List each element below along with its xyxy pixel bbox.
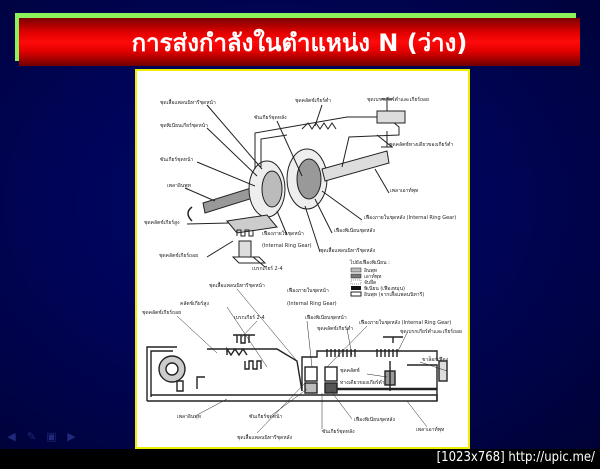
legend-swatch-output: [350, 273, 362, 279]
diagram-drawing: ไปยังเฟืองพิเนียน : อินพุท เอาท์พุท จับย…: [142, 96, 462, 441]
top-cutaway-drawing: [184, 98, 406, 268]
label-low-reverse-brake: ชุดเบรกเกียร์ต่ำและเกียร์ถอย: [400, 328, 462, 335]
legend-item: จับยึด: [364, 279, 376, 286]
slide: การส่งกำลังในตำแหน่ง N (ว่าง): [0, 0, 600, 449]
legend-swatch-carrier: [350, 291, 362, 297]
label-front-ring-gear: เฟืองภายในชุดหน้า: [262, 230, 304, 237]
transmission-diagram: ไปยังเฟืองพิเนียน : อินพุท เอาท์พุท จับย…: [135, 69, 470, 449]
label-high-clutch: ชุดคลัตช์เกียร์สูง: [144, 219, 180, 226]
label-input-shaft: เพลาอินพุท: [177, 413, 201, 420]
label-reverse-clutch: ชุดคลัตช์เกียร์ถอย: [142, 309, 181, 316]
label-internal-ring-gear: (Internal Ring Gear): [287, 301, 337, 307]
arrow-left-icon[interactable]: ◀: [7, 430, 16, 443]
legend-title: ไปยังเฟืองพิเนียน :: [349, 259, 390, 266]
label-low-clutch: ชุดคลัตช์เกียร์ต่ำ: [295, 97, 331, 104]
label-low-one-way-clutch: ชุดคลัตช์ทางเดียวของเกียร์ต่ำ: [389, 141, 453, 148]
watermark-text: [1023x768] http://upic.me/: [436, 450, 595, 465]
label-front-sun-gear: ซันเกียร์ชุดหน้า: [249, 413, 283, 420]
legend-swatch-held: [350, 279, 362, 285]
slide-navigation: ◀ ✎ ▣ ▶: [6, 431, 77, 442]
label-rear-pinion: เฟืองพิเนียนชุดหลัง: [334, 227, 375, 234]
label-front-planet-carrier: ชุดเสื้อแพลนนิทารีชุดหน้า: [209, 280, 265, 289]
bottom-labels: ชุดเสื้อแพลนนิทารีชุดหน้า เฟืองภายในชุดห…: [142, 280, 462, 441]
legend: ไปยังเฟืองพิเนียน : อินพุท เอาท์พุท จับย…: [349, 259, 424, 298]
label-front-pinion: เฟืองพิเนียนชุดหน้า: [305, 314, 347, 321]
top-labels: ชุดเสื้อแพลนนิทารีชุดหน้า ชุดคลัตช์เกียร…: [144, 96, 456, 272]
label-front-sun-gear: ซันเกียร์ชุดหน้า: [160, 156, 194, 163]
label-rear-sun-gear: ซันเกียร์ชุดหลัง: [254, 114, 287, 121]
label-rear-planet-carrier: ชุดเสื้อแพลนนิทารีชุดหลัง: [320, 245, 376, 254]
bottom-leader-lines: [176, 288, 448, 434]
label-clutch: ชุดคลัตช์: [340, 367, 360, 374]
label-front-pinion: ชุดพิเนียนเกียร์ชุดหน้า: [160, 122, 208, 129]
rotation-arrow-icon: [187, 206, 193, 222]
legend-swatch-input: [350, 267, 362, 273]
label-high-clutch: คลัตช์เกียร์สูง: [180, 300, 209, 307]
label-reverse-clutch: ชุดคลัตช์เกียร์ถอย: [159, 252, 198, 259]
arrow-right-icon[interactable]: ▶: [67, 430, 76, 443]
label-front-ring-gear: เฟืองภายในชุดหน้า: [287, 287, 329, 294]
menu-icon[interactable]: ▣: [46, 430, 57, 443]
legend-item: อินพุท (จากเสื้อแพลนนิทารี): [364, 289, 424, 298]
label-parking-pawl: ขาล็อกเฟือง: [422, 355, 449, 363]
label-internal-ring-gear: (Internal Ring Gear): [262, 243, 312, 249]
label-rear-pinion: เฟืองพิเนียนชุดหลัง: [354, 416, 395, 423]
legend-item: อินพุท: [364, 267, 377, 274]
label-rear-planet-carrier: ชุดเสื้อแพลนนิทารีชุดหลัง: [237, 432, 293, 441]
label-output-shaft: เพลาเอาท์พุท: [390, 187, 418, 194]
label-low-one-way: ทางเดียวของเกียร์ต่ำ: [340, 379, 385, 386]
label-2-4-brake: เบรกเกียร์ 2-4: [234, 314, 265, 321]
label-rear-ring-gear: เฟืองภายในชุดหลัง (Internal Ring Gear): [359, 319, 451, 326]
pen-icon[interactable]: ✎: [26, 430, 37, 443]
label-rear-ring-gear: เฟืองภายในชุดหลัง (Internal Ring Gear): [364, 214, 456, 221]
label-2-4-brake: เบรกเกียร์ 2-4: [252, 265, 283, 272]
legend-item: เอาท์พุท: [364, 273, 381, 280]
label-low-clutch: ชุดคลัตช์เกียร์ต่ำ: [317, 325, 353, 332]
watermark-bar: [1023x768] http://upic.me/: [0, 449, 600, 469]
title-banner: การส่งกำลังในตำแหน่ง N (ว่าง): [19, 18, 580, 66]
bottom-schematic-drawing: [146, 334, 448, 402]
label-output-shaft: เพลาเอาท์พุท: [416, 426, 444, 433]
label-rear-sun-gear: ซันเกียร์ชุดหลัง: [322, 428, 355, 435]
legend-swatch-pinion: [351, 286, 361, 290]
label-front-planet-carrier: ชุดเสื้อแพลนนิทารีชุดหน้า: [160, 97, 216, 106]
label-input-shaft: เพลาอินพุท: [167, 182, 191, 189]
label-low-reverse-brake: ชุดเบรกเกียร์ต่ำและเกียร์ถอย: [367, 96, 429, 103]
slide-title: การส่งกำลังในตำแหน่ง N (ว่าง): [131, 28, 468, 57]
legend-item: พิเนียน (เฟืองหมุน): [364, 285, 405, 292]
